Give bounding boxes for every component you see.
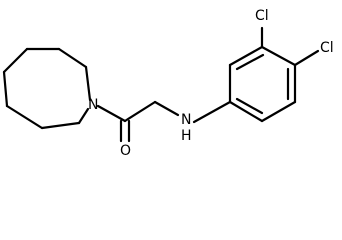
atom-label-n-amine: N: [181, 112, 191, 128]
azepane-ring: [2, 47, 92, 130]
bond-carbonyl-ch2: [123, 100, 157, 123]
bond-ring-2: [57, 47, 88, 69]
molecule-structure-diagram: N O N H Cl Cl: [2, 8, 334, 159]
bond-nh-aryl: [192, 100, 232, 124]
bond-ring-1: [84, 65, 92, 102]
atom-label-chlorine-3: Cl: [255, 8, 269, 24]
carbonyl-double-bond: [119, 119, 131, 143]
atom-label-h-amine: H: [181, 128, 192, 144]
atom-label-chlorine-4: Cl: [320, 40, 334, 56]
atom-label-n-ring: N: [88, 97, 98, 113]
bond-ch2-nh: [153, 100, 180, 117]
bond-ring-5: [2, 70, 9, 108]
bond-ring-8: [77, 107, 90, 125]
benzene-ring: [228, 45, 297, 123]
bond-ring-6: [5, 104, 44, 130]
bond-c4-cl: [293, 49, 320, 67]
bond-ring-7: [40, 121, 81, 130]
bond-ring-4: [2, 47, 29, 74]
bond-n-carbonyl: [96, 104, 127, 123]
atom-label-oxygen: O: [120, 143, 131, 159]
